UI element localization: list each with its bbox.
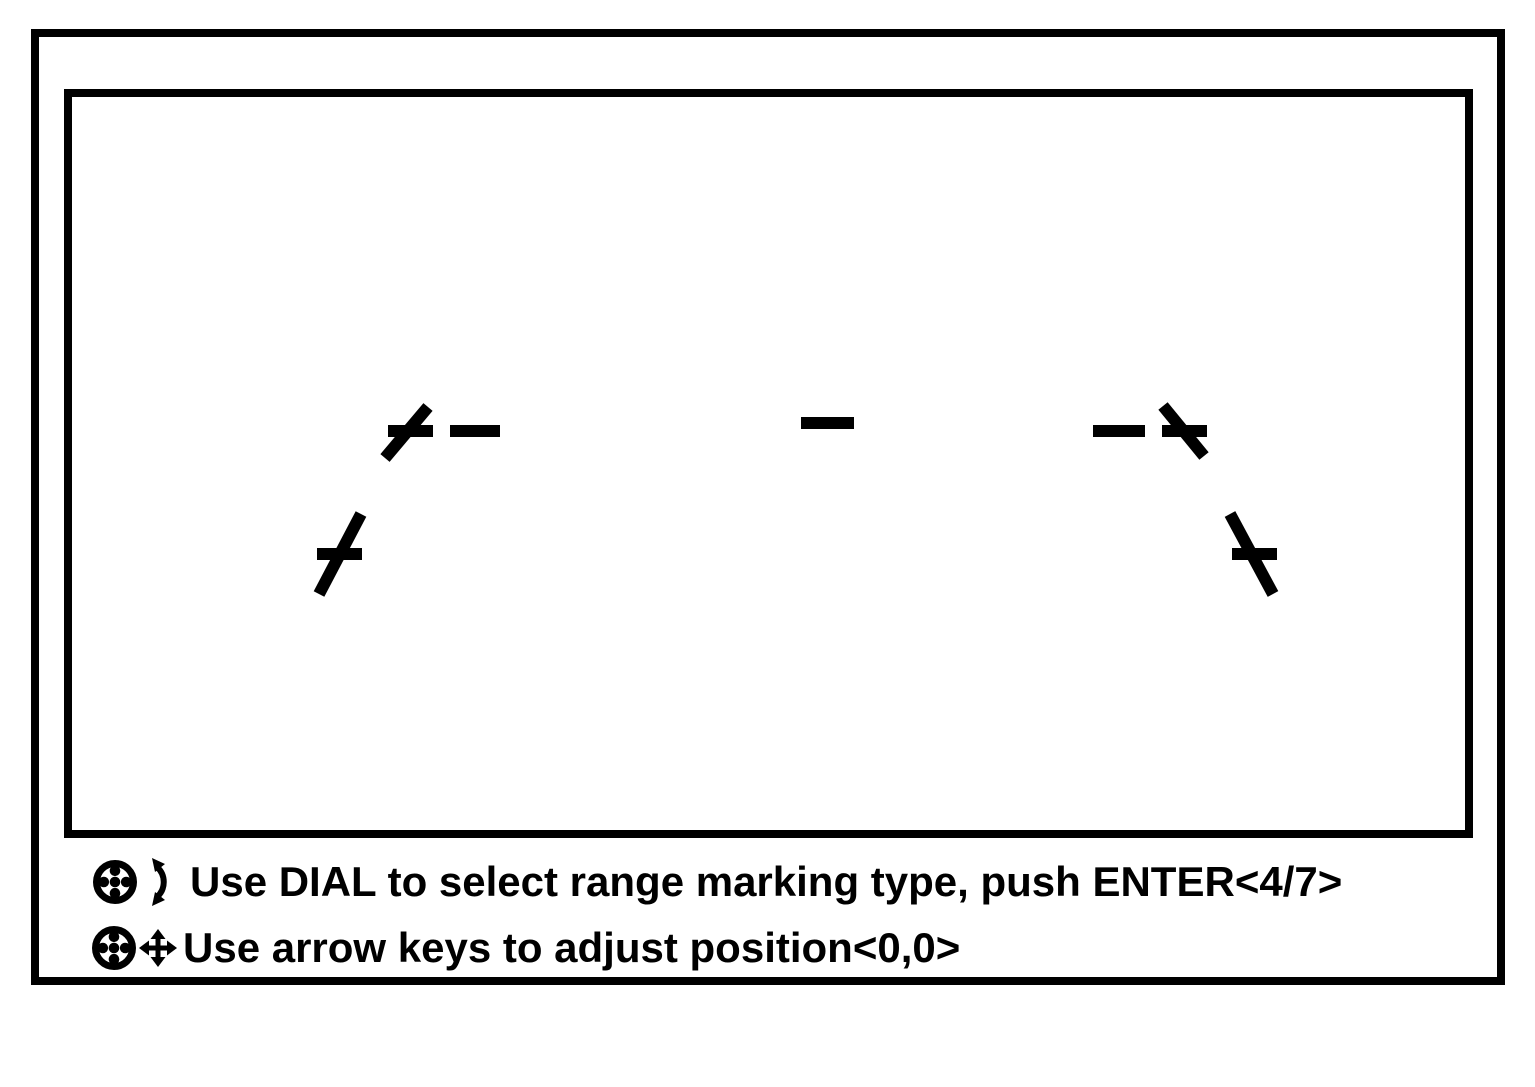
- status-line-dial: Use DIAL to select range marking type, p…: [93, 857, 1342, 907]
- status-line-arrows: Use arrow keys to adjust position<0,0>: [92, 923, 960, 973]
- dial-rotate-icon: [150, 858, 170, 906]
- keypad-icon: [92, 926, 136, 970]
- instruction-text-dial: Use DIAL to select range marking type, p…: [190, 858, 1235, 905]
- video-preview-area: [64, 89, 1473, 838]
- keypad-icon: [93, 860, 137, 904]
- selection-indicator: <4/7>: [1234, 858, 1343, 905]
- four-way-arrows-icon: [139, 929, 177, 967]
- instruction-text-arrows: Use arrow keys to adjust position: [183, 924, 853, 971]
- position-indicator: <0,0>: [852, 924, 961, 971]
